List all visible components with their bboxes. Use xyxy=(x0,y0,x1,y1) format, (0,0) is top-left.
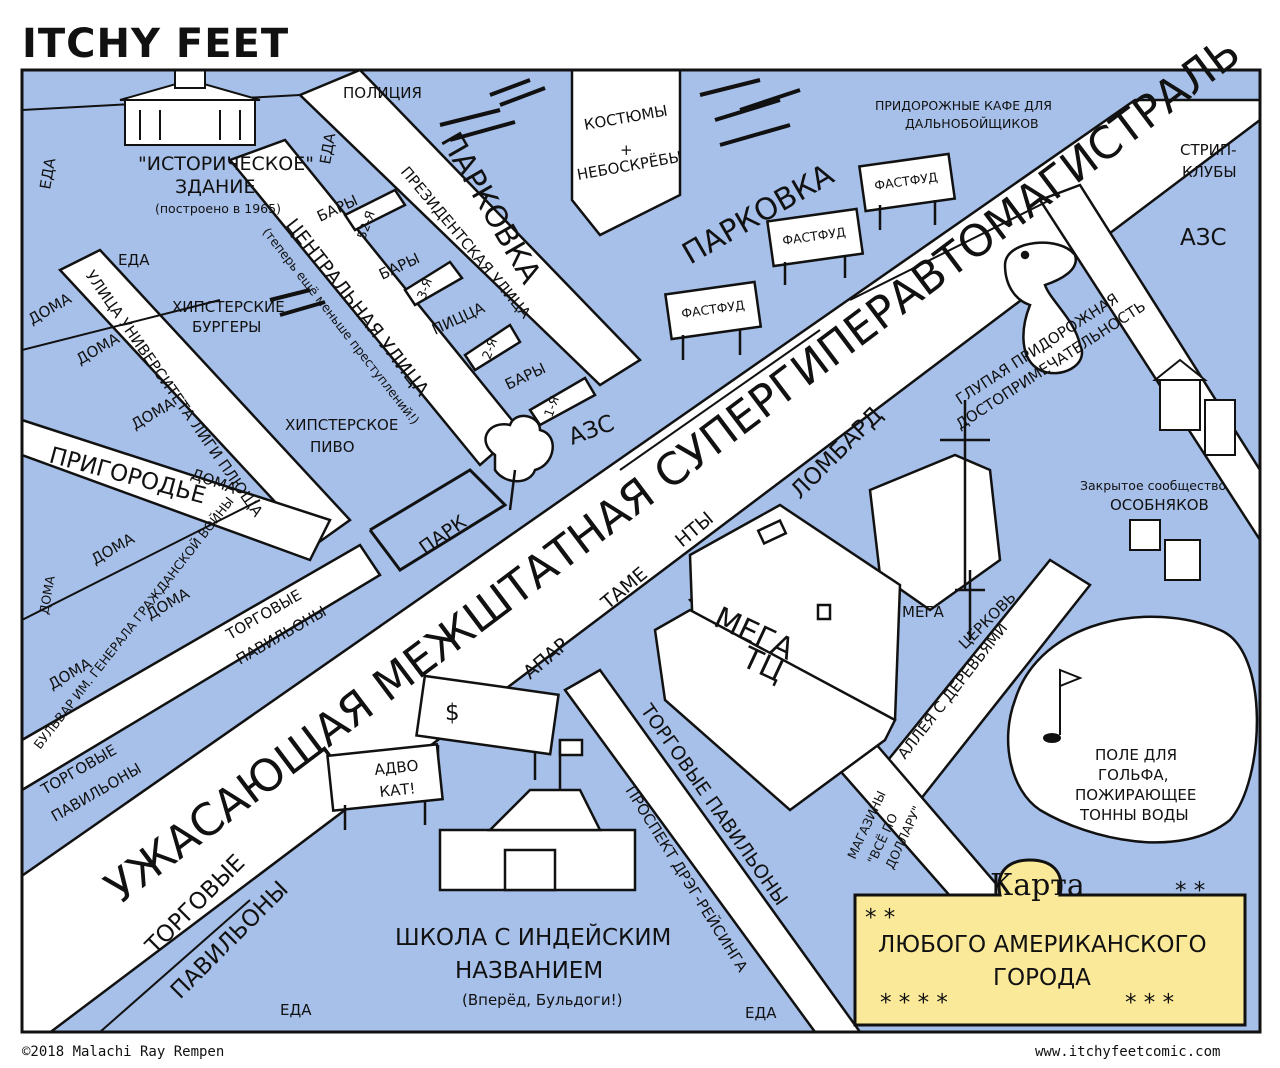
houses-label: ДОМА xyxy=(36,574,58,615)
school-icon xyxy=(438,738,637,892)
mansion-icon xyxy=(1129,358,1236,581)
map-area xyxy=(22,70,1260,1032)
food-label: ЕДА xyxy=(745,1004,777,1022)
street-52-road xyxy=(343,188,407,232)
truck-cafe-label: ДАЛЬНОБОЙЩИКОВ xyxy=(905,116,1039,131)
street-3-label: 3-Я xyxy=(414,276,435,301)
golf-label: ПОЖИРАЮЩЕЕ xyxy=(1075,786,1196,804)
hipster-burgers-label: БУРГЕРЫ xyxy=(192,318,261,336)
presidential-street-road xyxy=(297,70,642,387)
gas-station-label: АЗС xyxy=(1180,225,1227,251)
historic-building-icon xyxy=(119,70,261,146)
drag-race-road xyxy=(563,668,862,1032)
cartouche-subtitle: ЛЮБОГО АМЕРИКАНСКОГО xyxy=(878,932,1207,958)
food-label: ЕДА xyxy=(316,131,339,166)
strip-clubs-label: КЛУБЫ xyxy=(1182,163,1237,181)
billboard-icon xyxy=(326,674,560,830)
cartouche-stars: * * xyxy=(865,905,895,931)
historic-label: (построено в 1965) xyxy=(155,201,281,216)
police-label: ПОЛИЦИЯ xyxy=(343,84,422,102)
golf-label: ТОННЫ ВОДЫ xyxy=(1079,806,1189,824)
lawyer-label: КАТ! xyxy=(379,779,417,801)
food-label: ЕДА xyxy=(36,156,59,191)
ivy-street-road xyxy=(57,248,352,547)
food-label: ЕДА xyxy=(280,1001,312,1019)
parking-stripes xyxy=(269,78,801,317)
food-label: ЕДА xyxy=(118,251,150,269)
cartouche-subtitle: ГОРОДА xyxy=(993,965,1091,991)
boulevard-road xyxy=(22,543,382,792)
hipster-burgers-label: ХИПСТЕРСКИЕ xyxy=(172,298,285,316)
title-cartouche xyxy=(853,858,1247,1027)
street-1-label: 1-Я xyxy=(541,394,562,419)
street-3-road xyxy=(403,260,464,307)
school-label: ШКОЛА С ИНДЕЙСКИМ xyxy=(395,923,671,951)
street-2-road xyxy=(463,323,522,372)
cartouche-stars: * * xyxy=(1175,878,1205,904)
historic-label: "ИСТОРИЧЕСКОЕ" xyxy=(138,153,314,175)
church-icon xyxy=(868,400,1002,640)
street-2-label: 2-Я xyxy=(479,336,500,361)
golf-label: ПОЛЕ ДЛЯ xyxy=(1095,746,1177,764)
strip-clubs-label: СТРИП- xyxy=(1180,141,1237,159)
dinosaur-statue-icon xyxy=(1003,241,1084,375)
historic-label: ЗДАНИЕ xyxy=(175,176,256,198)
tree-icon xyxy=(484,414,554,511)
map-frame xyxy=(20,68,1262,1034)
dollar-billboard-label: $ xyxy=(445,700,460,726)
mega-church-label: МЕГА xyxy=(902,603,945,621)
fastfood-signs xyxy=(663,152,957,360)
cartouche-stars: * * * * xyxy=(880,990,948,1016)
school-label: НАЗВАНИЕМ xyxy=(455,958,603,984)
lawyer-label: АДВО xyxy=(374,756,420,779)
suits-label: + xyxy=(620,141,633,159)
hipster-beer-label: ХИПСТЕРСКОЕ xyxy=(285,416,398,434)
suburbs-road xyxy=(22,418,332,562)
mall-icon xyxy=(653,503,902,812)
cartouche-stars: * * * xyxy=(1125,990,1174,1016)
park-fence xyxy=(368,468,508,572)
copyright-text: ©2018 Malachi Ray Rempen xyxy=(22,1044,224,1060)
golf-label: ГОЛЬФА, xyxy=(1098,766,1168,784)
comic-title: ITCHY FEET xyxy=(22,21,289,67)
truck-cafe-label: ПРИДОРОЖНЫЕ КАФЕ ДЛЯ xyxy=(875,98,1052,113)
gated-community-label: Закрытое сообщество xyxy=(1080,478,1226,493)
cartouche-title: Карта xyxy=(990,868,1085,903)
hipster-beer-label: ПИВО xyxy=(310,438,355,456)
golf-flag-icon xyxy=(1043,668,1083,743)
school-label: (Вперёд, Бульдоги!) xyxy=(462,991,622,1009)
skyscraper-icon xyxy=(570,70,682,237)
gated-community-label: ОСОБНЯКОВ xyxy=(1110,496,1209,514)
website-text: www.itchyfeetcomic.com xyxy=(1035,1044,1220,1060)
